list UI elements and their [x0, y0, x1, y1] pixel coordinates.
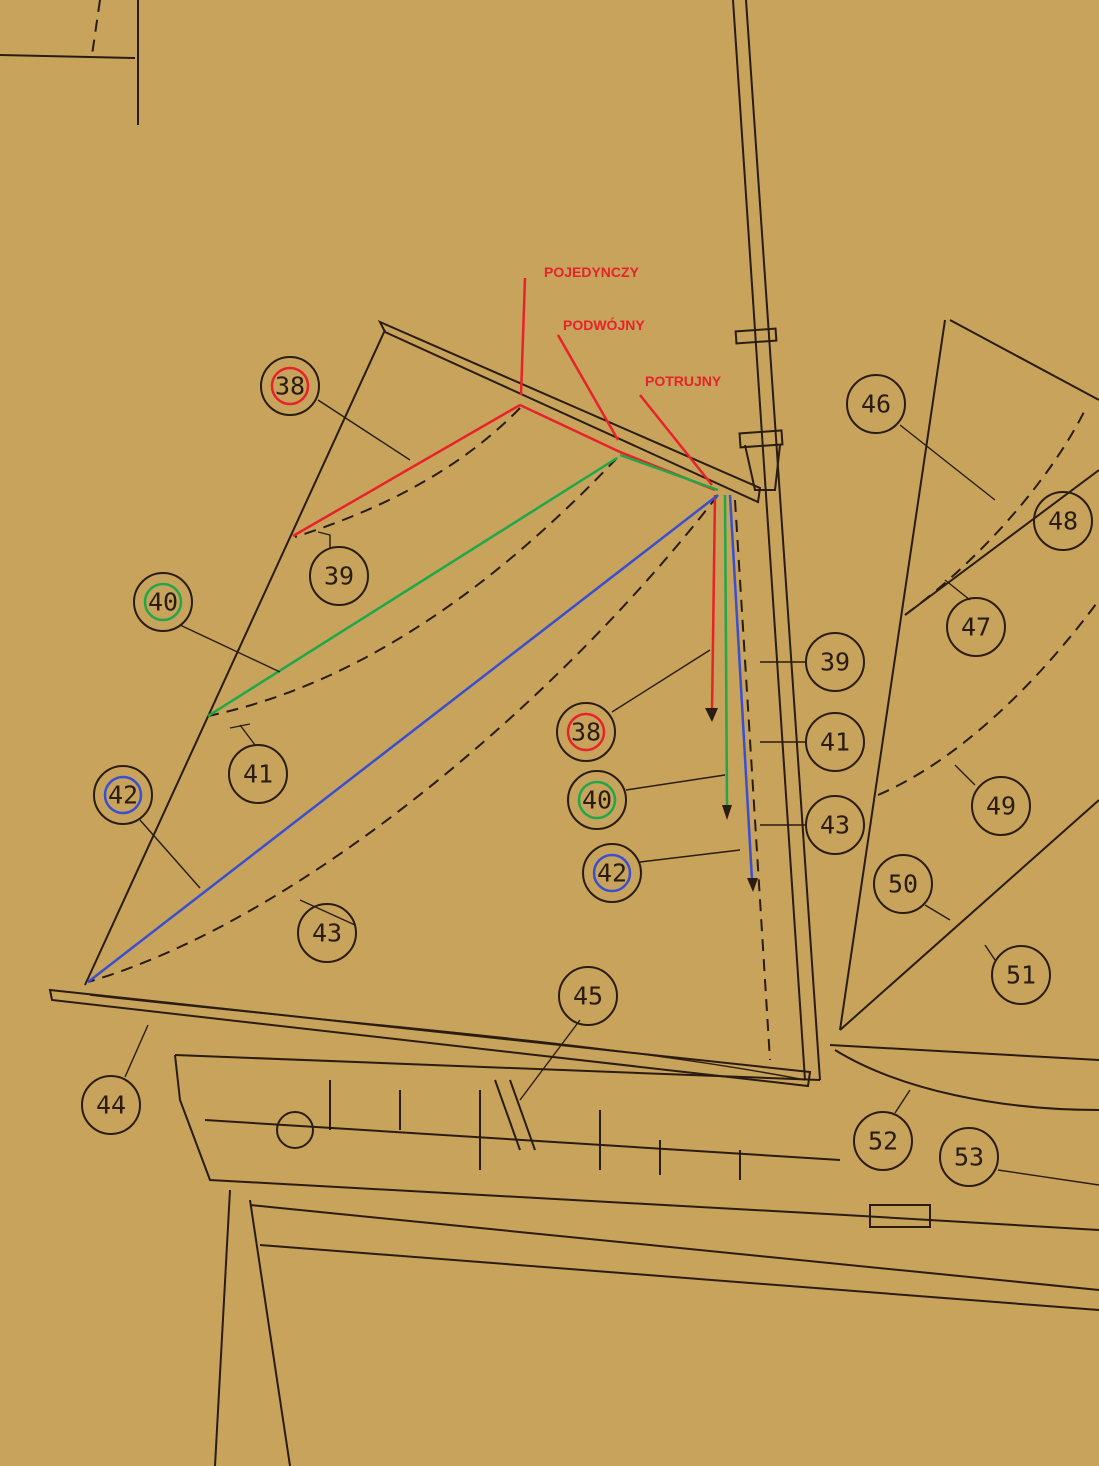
gaff	[377, 319, 762, 504]
callout-45: 45	[558, 966, 618, 1026]
callout-51: 51	[991, 945, 1051, 1005]
callout-48: 48	[1033, 491, 1093, 551]
svg-text:40: 40	[148, 588, 178, 617]
blue-line-triple	[87, 494, 754, 983]
callout-46: 46	[846, 374, 906, 434]
label-single: POJEDYNCZY	[544, 264, 640, 280]
callout-43-b: 43	[805, 795, 865, 855]
svg-text:42: 42	[108, 781, 138, 810]
callout-49: 49	[971, 776, 1031, 836]
colored-annotations: POJEDYNCZY PODWÓJNY POTRUJNY	[87, 264, 758, 983]
callout-39: 39	[309, 546, 369, 606]
svg-text:39: 39	[820, 648, 850, 677]
svg-text:44: 44	[96, 1091, 126, 1120]
upper-fragment	[0, 0, 139, 125]
svg-text:39: 39	[324, 562, 354, 591]
label-double: PODWÓJNY	[563, 316, 645, 333]
callout-47: 47	[946, 597, 1006, 657]
callout-40-b: 40	[567, 770, 627, 830]
svg-text:42: 42	[597, 859, 627, 888]
sail-leech	[84, 329, 386, 986]
svg-text:48: 48	[1048, 507, 1078, 536]
svg-text:53: 53	[954, 1143, 984, 1172]
callout-43: 43	[297, 903, 357, 963]
mast	[732, 0, 821, 1081]
callout-40: 40	[133, 572, 193, 632]
svg-text:41: 41	[820, 728, 850, 757]
callout-41-b: 41	[805, 712, 865, 772]
svg-text:47: 47	[961, 613, 991, 642]
svg-text:40: 40	[582, 786, 612, 815]
callout-42-b: 42	[582, 843, 642, 903]
leader-lines	[124, 399, 1099, 1186]
label-triple: POTRUJNY	[645, 373, 722, 389]
svg-text:41: 41	[243, 760, 273, 789]
red-line-single	[292, 277, 716, 538]
callout-50: 50	[873, 854, 933, 914]
red-arrow	[710, 494, 717, 713]
svg-text:51: 51	[1006, 961, 1036, 990]
svg-text:46: 46	[861, 390, 891, 419]
svg-text:38: 38	[275, 372, 305, 401]
svg-text:43: 43	[820, 811, 850, 840]
callout-38: 38	[260, 356, 320, 416]
callout-39-b: 39	[805, 632, 865, 692]
svg-text:52: 52	[868, 1127, 898, 1156]
callout-41: 41	[228, 744, 288, 804]
svg-text:43: 43	[312, 919, 342, 948]
callout-52: 52	[853, 1111, 913, 1171]
callout-53: 53	[939, 1127, 999, 1187]
svg-text:49: 49	[986, 792, 1016, 821]
green-line-double	[207, 453, 729, 806]
callout-42: 42	[93, 765, 153, 825]
part-callouts: 38 39 40 41 42 43 44 45 38 40 42 39 41 4…	[81, 356, 1093, 1187]
svg-text:50: 50	[888, 870, 918, 899]
boom	[48, 988, 812, 1088]
svg-text:45: 45	[573, 982, 603, 1011]
svg-text:38: 38	[571, 718, 601, 747]
callout-44: 44	[81, 1075, 141, 1135]
callout-38-b: 38	[556, 702, 616, 762]
